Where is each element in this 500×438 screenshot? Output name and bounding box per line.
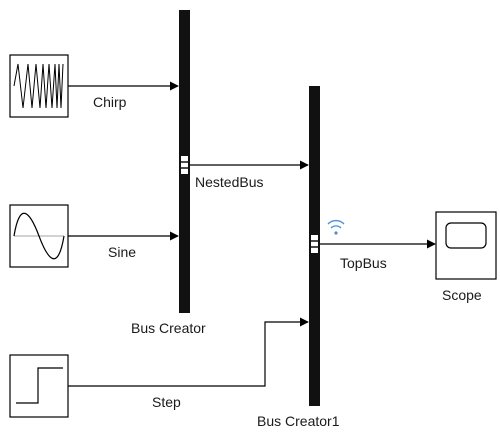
- scope-label: Scope: [442, 287, 482, 303]
- sine-block[interactable]: [9, 204, 69, 268]
- chirp-signal-label: Chirp: [93, 94, 127, 110]
- bus-creator-block[interactable]: [179, 10, 190, 313]
- bus-creator1-output-port-icon: [311, 235, 318, 253]
- step-signal-label: Step: [152, 394, 181, 410]
- bus-creator-output-port-icon: [181, 156, 188, 174]
- bus-creator1-block[interactable]: [309, 86, 320, 406]
- signal-logging-icon[interactable]: [327, 219, 345, 235]
- scope-block[interactable]: [435, 211, 497, 280]
- sine-signal-label: Sine: [108, 244, 137, 260]
- step-function-icon: [16, 367, 63, 404]
- step-signal-line[interactable]: [68, 317, 309, 387]
- chirp-block[interactable]: [9, 54, 69, 118]
- top-bus-signal-label: TopBus: [340, 255, 387, 271]
- step-block[interactable]: [9, 354, 69, 418]
- nested-bus-signal-label: NestedBus: [195, 174, 264, 190]
- chirp-waveform-icon: [13, 63, 64, 109]
- bus-creator-label: Bus Creator: [131, 320, 206, 336]
- sine-wave-icon: [13, 212, 65, 260]
- bus-creator1-label: Bus Creator1: [257, 413, 340, 429]
- scope-display-icon: [445, 222, 487, 249]
